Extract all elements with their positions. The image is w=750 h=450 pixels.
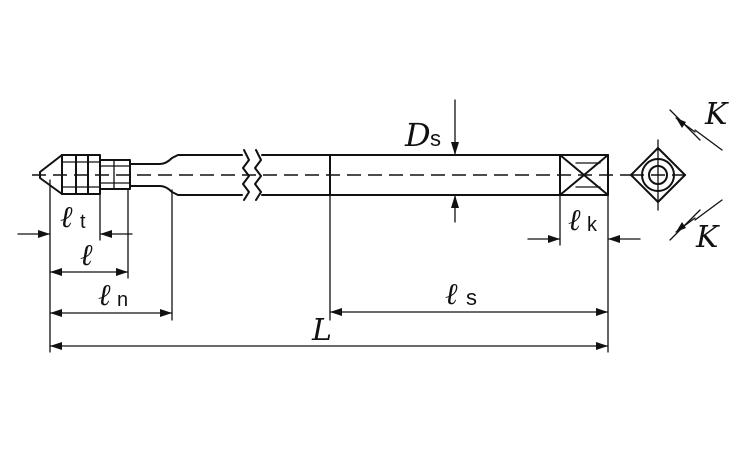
ls-label: ℓ: [445, 277, 458, 312]
break-mark: [242, 149, 262, 201]
ds-label: D: [404, 116, 431, 154]
lt-subscript: t: [80, 211, 86, 233]
lk-label: ℓ: [568, 203, 581, 238]
k-bottom-label: K: [695, 220, 720, 255]
l-dimension: ℓ: [49, 238, 129, 276]
ls-subscript: s: [466, 285, 477, 310]
ls-dimension: ℓ s: [329, 277, 609, 316]
ds-dimension: D s: [404, 99, 459, 223]
end-view-square: [630, 147, 686, 203]
end-view: K K: [630, 97, 729, 255]
lk-subscript: k: [587, 214, 598, 236]
extension-lines: [49, 179, 609, 353]
k-top-label: K: [704, 97, 729, 132]
lk-dimension: ℓ k: [527, 203, 641, 243]
tool-body: [32, 149, 630, 201]
total-length-dimension: L: [49, 313, 609, 350]
ln-dimension: ℓ n: [49, 278, 173, 317]
l-label: ℓ: [80, 238, 93, 273]
chamfer-point: [39, 154, 63, 195]
ds-subscript: s: [430, 126, 441, 151]
lt-label: ℓ: [60, 200, 73, 235]
lt-dimension: ℓ t: [17, 189, 133, 241]
end-view-circle: [641, 158, 675, 192]
ln-label: ℓ: [98, 278, 111, 313]
ln-subscript: n: [117, 289, 128, 311]
relief-section: [99, 159, 131, 190]
total-length-label: L: [311, 313, 332, 348]
